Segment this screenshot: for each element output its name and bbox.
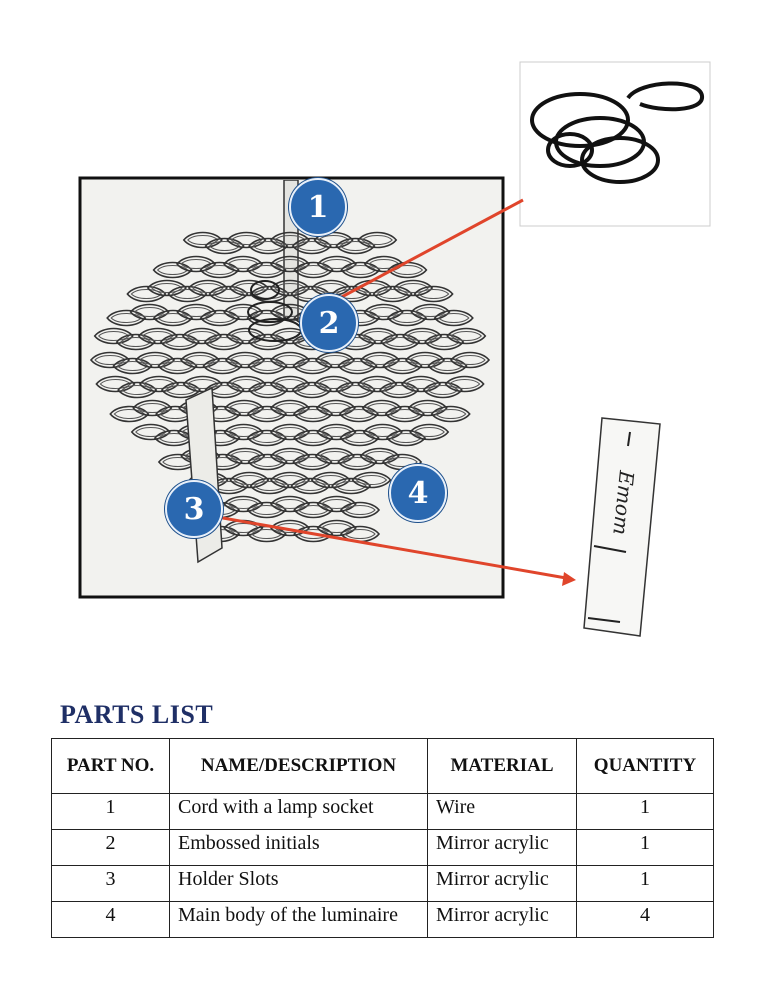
name-cell: Cord with a lamp socket bbox=[169, 793, 428, 830]
part-no-cell: 3 bbox=[51, 865, 170, 902]
assembly-figure: Emom 1 2 3 4 bbox=[78, 61, 711, 637]
callout-1: 1 bbox=[289, 178, 347, 236]
material-cell: Wire bbox=[427, 793, 577, 830]
quantity-cell: 1 bbox=[576, 793, 714, 830]
material-cell: Mirror acrylic bbox=[427, 829, 577, 866]
table-row: 3 Holder Slots Mirror acrylic 1 bbox=[51, 865, 714, 902]
parts-list-title: PARTS LIST bbox=[60, 700, 214, 729]
callout-3: 3 bbox=[165, 480, 223, 538]
col-part-no: PART NO. bbox=[51, 738, 170, 794]
name-cell: Holder Slots bbox=[169, 865, 428, 902]
part-no-cell: 1 bbox=[51, 793, 170, 830]
assembly-drawing: Emom bbox=[78, 61, 711, 637]
callout-2: 2 bbox=[300, 294, 358, 352]
parts-table: PART NO. NAME/DESCRIPTION MATERIAL QUANT… bbox=[51, 738, 714, 938]
material-cell: Mirror acrylic bbox=[427, 901, 577, 938]
table-row: 1 Cord with a lamp socket Wire 1 bbox=[51, 793, 714, 830]
table-header-row: PART NO. NAME/DESCRIPTION MATERIAL QUANT… bbox=[51, 738, 714, 794]
callout-4: 4 bbox=[389, 464, 447, 522]
leader-lines bbox=[199, 198, 576, 586]
name-cell: Main body of the luminaire bbox=[169, 901, 428, 938]
material-cell: Mirror acrylic bbox=[427, 865, 577, 902]
col-quantity: QUANTITY bbox=[576, 738, 714, 794]
name-cell: Embossed initials bbox=[169, 829, 428, 866]
quantity-cell: 1 bbox=[576, 829, 714, 866]
holder-slot-detail: Emom bbox=[583, 417, 661, 637]
col-name-description: NAME/DESCRIPTION bbox=[169, 738, 428, 794]
part-no-cell: 2 bbox=[51, 829, 170, 866]
quantity-cell: 1 bbox=[576, 865, 714, 902]
table-row: 4 Main body of the luminaire Mirror acry… bbox=[51, 901, 714, 938]
table-row: 2 Embossed initials Mirror acrylic 1 bbox=[51, 829, 714, 866]
col-material: MATERIAL bbox=[427, 738, 577, 794]
quantity-cell: 4 bbox=[576, 901, 714, 938]
socket-detail bbox=[519, 61, 711, 227]
part-no-cell: 4 bbox=[51, 901, 170, 938]
